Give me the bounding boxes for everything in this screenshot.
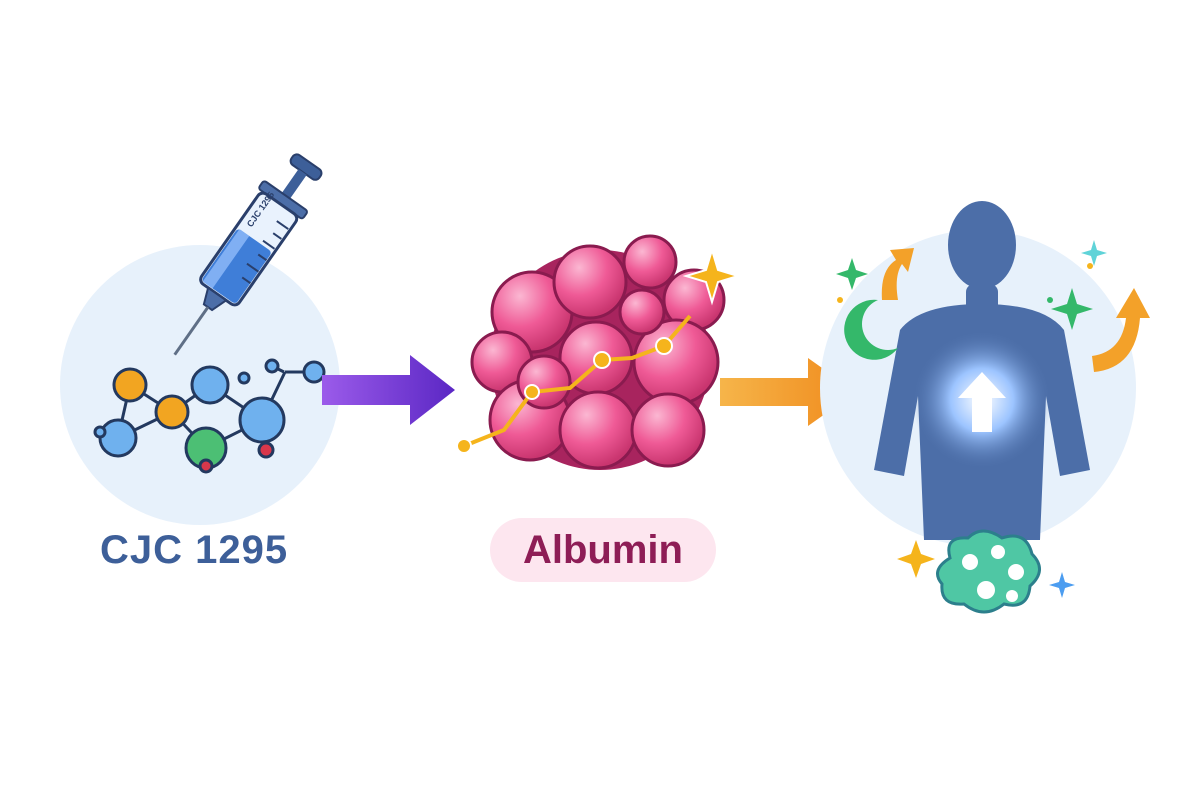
albumin-label: Albumin — [523, 528, 683, 572]
up-arrow-icon — [958, 372, 1006, 432]
sparkle-icon — [682, 246, 742, 306]
syringe-icon: CJC 1295 — [173, 153, 323, 356]
cjc-panel: CJC 1295 — [60, 153, 340, 525]
peptide-molecule-icon — [93, 358, 326, 474]
crescent-icon — [844, 299, 898, 360]
sparkle-icon — [836, 240, 1107, 598]
cell-cluster-icon — [936, 529, 1041, 614]
albumin-label-pill — [490, 518, 716, 582]
growth-arrow-icon — [881, 248, 1150, 372]
albumin-protein-icon — [456, 234, 742, 470]
body-panel — [820, 201, 1150, 614]
arrow-to-albumin — [322, 355, 455, 425]
cjc-1295-label: CJC 1295 — [100, 528, 289, 572]
